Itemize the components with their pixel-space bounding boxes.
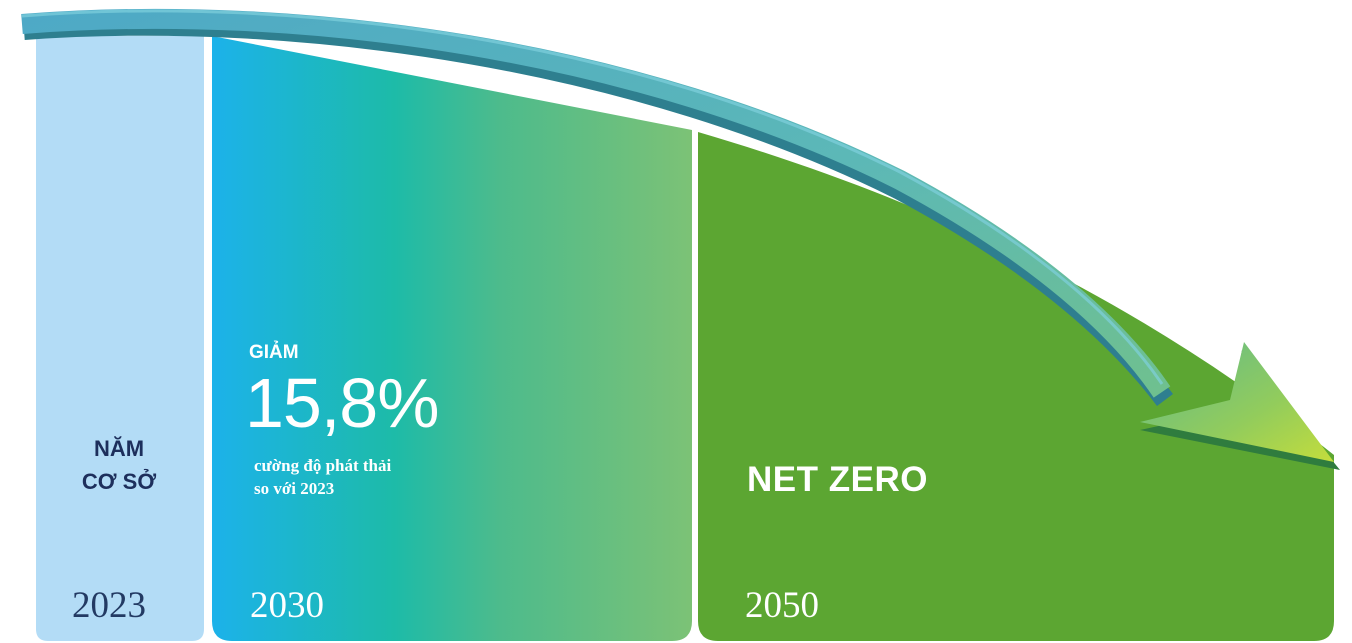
- base-year-panel: [36, 36, 204, 641]
- target-2030-year: 2030: [250, 585, 324, 626]
- base-year-value: 2023: [72, 585, 146, 626]
- target-2050-year: 2050: [745, 585, 819, 626]
- trend-arrow-head: [1140, 342, 1334, 462]
- trend-arrow: [21, 8, 1171, 398]
- reduction-description: cường độ phát thải so với 2023: [254, 454, 391, 500]
- trend-arrow-highlight: [21, 9, 1164, 385]
- reduction-desc-line1: cường độ phát thải: [254, 456, 392, 475]
- target-2050-panel: [698, 132, 1334, 641]
- target-2030-panel: [212, 36, 692, 641]
- base-year-label-line1: NĂM: [93, 436, 145, 461]
- reduction-value: 15,8%: [245, 364, 439, 442]
- reduction-desc-line2: so với 2023: [254, 479, 335, 498]
- net-zero-label: NET ZERO: [747, 460, 928, 499]
- base-year-label-line2: CƠ SỞ: [81, 469, 157, 494]
- base-year-label: NĂM CƠ SỞ: [36, 432, 202, 498]
- reduction-heading: GIẢM: [249, 342, 299, 363]
